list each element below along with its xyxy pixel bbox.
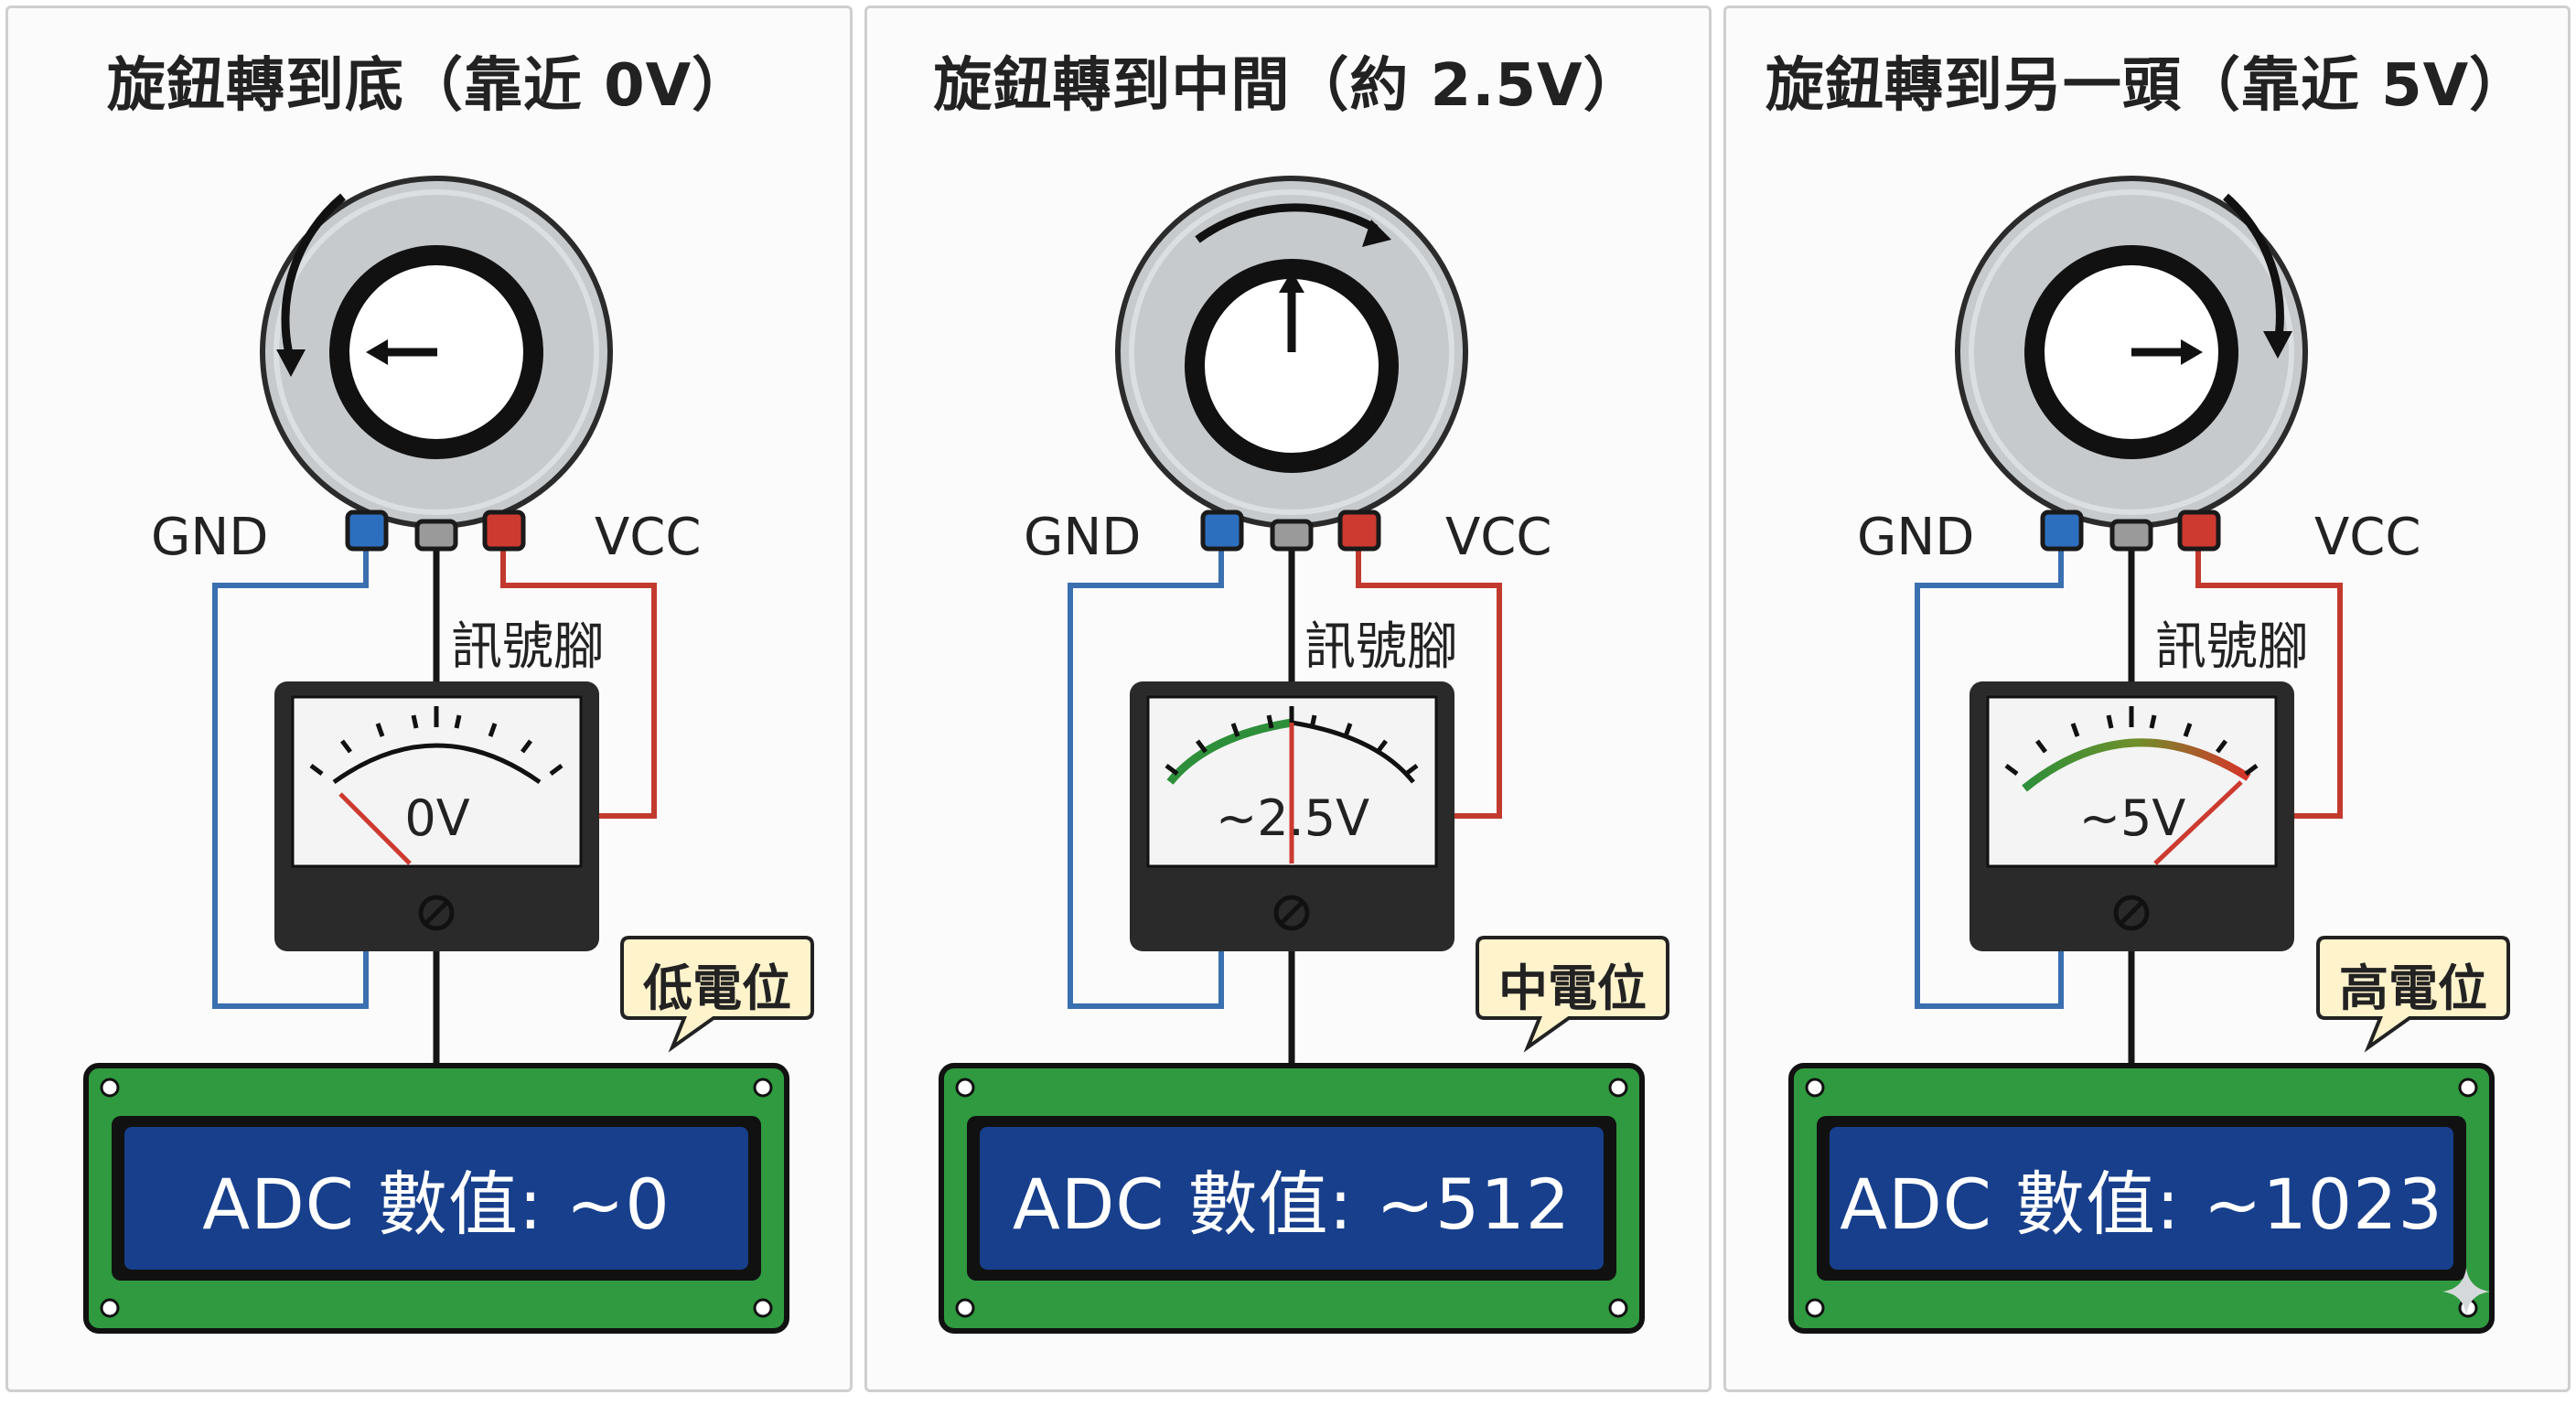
vcc-label: VCC xyxy=(595,508,702,567)
vcc-label: VCC xyxy=(1445,508,1552,567)
panel-title: 旋鈕轉到中間（約 2.5V） xyxy=(933,52,1643,120)
counterclockwise-arrow-icon xyxy=(276,193,346,377)
vcc-wire xyxy=(1356,549,1502,819)
meter-adjust-screw xyxy=(418,895,455,931)
knob-pointer-right-arrow-icon xyxy=(2131,339,2203,365)
voltage-level-bubble xyxy=(2316,936,2510,1053)
potentiometer-knob xyxy=(260,176,613,529)
voltmeter xyxy=(1130,681,1454,951)
lcd-module xyxy=(1788,1063,2495,1334)
vcc-wire xyxy=(2195,549,2343,819)
gnd-label: GND xyxy=(1024,508,1142,567)
potentiometer-knob xyxy=(1115,176,1468,529)
meter-scale-ticks xyxy=(2004,706,2259,776)
clockwise-arrow-icon xyxy=(2223,193,2292,359)
panel-low-voltage: 旋鈕轉到底（靠近 0V） xyxy=(0,0,858,1405)
gnd-label: GND xyxy=(1857,508,1975,567)
panel-title: 旋鈕轉到底（靠近 0V） xyxy=(106,52,752,120)
meter-reading: 0V xyxy=(404,789,470,847)
signal-pin-label: 訊號腳 xyxy=(451,617,605,677)
lcd-module xyxy=(83,1063,789,1334)
voltage-level-bubble xyxy=(620,936,814,1053)
adc-value-display: ADC 數值: ~1023 xyxy=(1840,1164,2443,1245)
panel-title: 旋鈕轉到另一頭（靠近 5V） xyxy=(1765,52,2529,120)
meter-needle xyxy=(338,792,412,865)
meter-needle xyxy=(2153,780,2243,865)
voltmeter xyxy=(1970,681,2294,951)
voltmeter xyxy=(274,681,599,951)
voltage-level-bubble xyxy=(1476,936,1669,1053)
signal-pin-label: 訊號腳 xyxy=(2155,617,2309,677)
signal-pin-label: 訊號腳 xyxy=(1304,617,1458,677)
panel-drawing xyxy=(939,176,1669,1334)
meter-adjust-screw xyxy=(2113,895,2150,931)
gnd-wire xyxy=(1915,549,2064,1009)
voltage-level-label: 低電位 xyxy=(643,960,791,1017)
lcd-module xyxy=(939,1063,1645,1334)
voltage-level-label: 中電位 xyxy=(1498,960,1647,1017)
potentiometer-pins xyxy=(2040,509,2221,552)
gnd-wire xyxy=(212,549,369,1009)
meter-scale-ticks xyxy=(1165,706,1419,776)
gnd-label: GND xyxy=(151,508,269,567)
panel-drawing xyxy=(83,176,814,1334)
meter-adjust-screw xyxy=(1273,895,1310,931)
knob-pointer-left-arrow-icon xyxy=(366,339,437,365)
vcc-wire xyxy=(500,549,657,819)
clockwise-arrow-icon xyxy=(1195,203,1391,247)
gnd-wire xyxy=(1068,549,1224,1009)
adc-value-display: ADC 數值: ~512 xyxy=(1012,1164,1572,1245)
potentiometer-knob xyxy=(1955,176,2308,529)
voltage-level-label: 高電位 xyxy=(2339,960,2487,1017)
meter-reading: ~2.5V xyxy=(1215,789,1370,847)
adc-value-display: ADC 數值: ~0 xyxy=(202,1164,671,1245)
panel-mid-voltage: 旋鈕轉到中間（約 2.5V） xyxy=(859,0,1717,1405)
sparkle-icon xyxy=(2442,1268,2490,1315)
meter-reading: ~5V xyxy=(2078,789,2186,847)
vcc-label: VCC xyxy=(2314,508,2421,567)
potentiometer-pins xyxy=(345,509,526,552)
panel-drawing xyxy=(1788,176,2510,1334)
meter-scale-ticks xyxy=(309,706,564,776)
panel-high-voltage: 旋鈕轉到另一頭（靠近 5V） xyxy=(1718,0,2576,1405)
potentiometer-pins xyxy=(1200,509,1381,552)
knob-pointer-up-arrow-icon xyxy=(1279,271,1304,352)
